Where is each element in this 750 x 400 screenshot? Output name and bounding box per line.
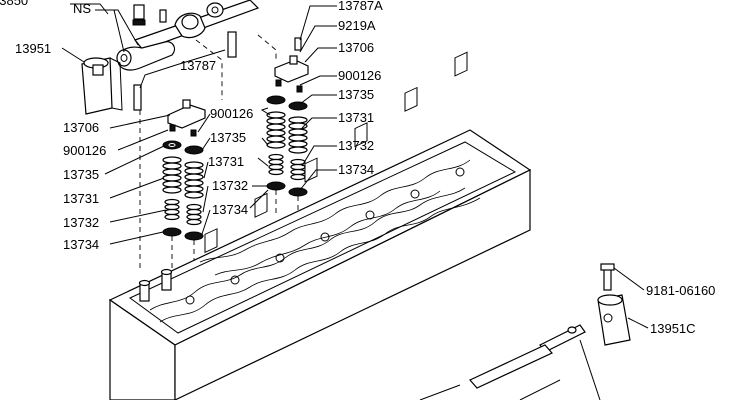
label-mid-13735: 13735 [210,130,246,145]
rocker-arm-assembly [81,0,260,115]
label-left-900126: 900126 [63,143,106,158]
label-left-13735: 13735 [63,167,99,182]
leader-lines [61,3,649,329]
label-mid-900126: 900126 [210,106,253,121]
label-right-13735: 13735 [338,87,374,102]
inner-spring-left [164,198,202,226]
valve-spring-stack-right [266,37,309,197]
label-13787a: 13787A [338,0,383,13]
label-left-13706: 13706 [63,120,99,135]
label-13951c: 13951C [650,321,696,336]
label-right-13706: 13706 [338,40,374,55]
label-right-13731: 13731 [338,110,374,125]
label-right-13732: 13732 [338,138,374,153]
label-13787: 13787 [180,58,216,73]
label-right-13734: 13734 [338,162,374,177]
label-13850: 13850 [0,0,28,8]
inner-spring-right [268,153,306,181]
spring-right-a [266,111,286,149]
label-9181-06160: 9181-06160 [646,283,715,298]
part-labels: 13850 NS 13951 13787 13787A 9219A 13706 … [0,0,715,336]
valve-spring-stack-left [162,99,206,241]
label-mid-13734: 13734 [212,202,248,217]
cylinder-head [108,51,532,400]
label-right-900126: 900126 [338,68,381,83]
label-left-13732: 13732 [63,215,99,230]
spring-left-b [184,161,204,199]
head-ribs [149,159,481,323]
label-9219a: 9219A [338,18,376,33]
label-left-13731: 13731 [63,191,99,206]
lower-right-parts [419,263,631,400]
alignment-lines [139,34,299,270]
deck-holes [185,167,465,305]
spring-right-b [288,116,308,154]
spring-left-a [162,156,182,194]
label-mid-13731: 13731 [208,154,244,169]
label-13951: 13951 [15,41,51,56]
label-mid-13732: 13732 [212,178,248,193]
label-ns: NS [73,1,91,16]
label-left-13734: 13734 [63,237,99,252]
